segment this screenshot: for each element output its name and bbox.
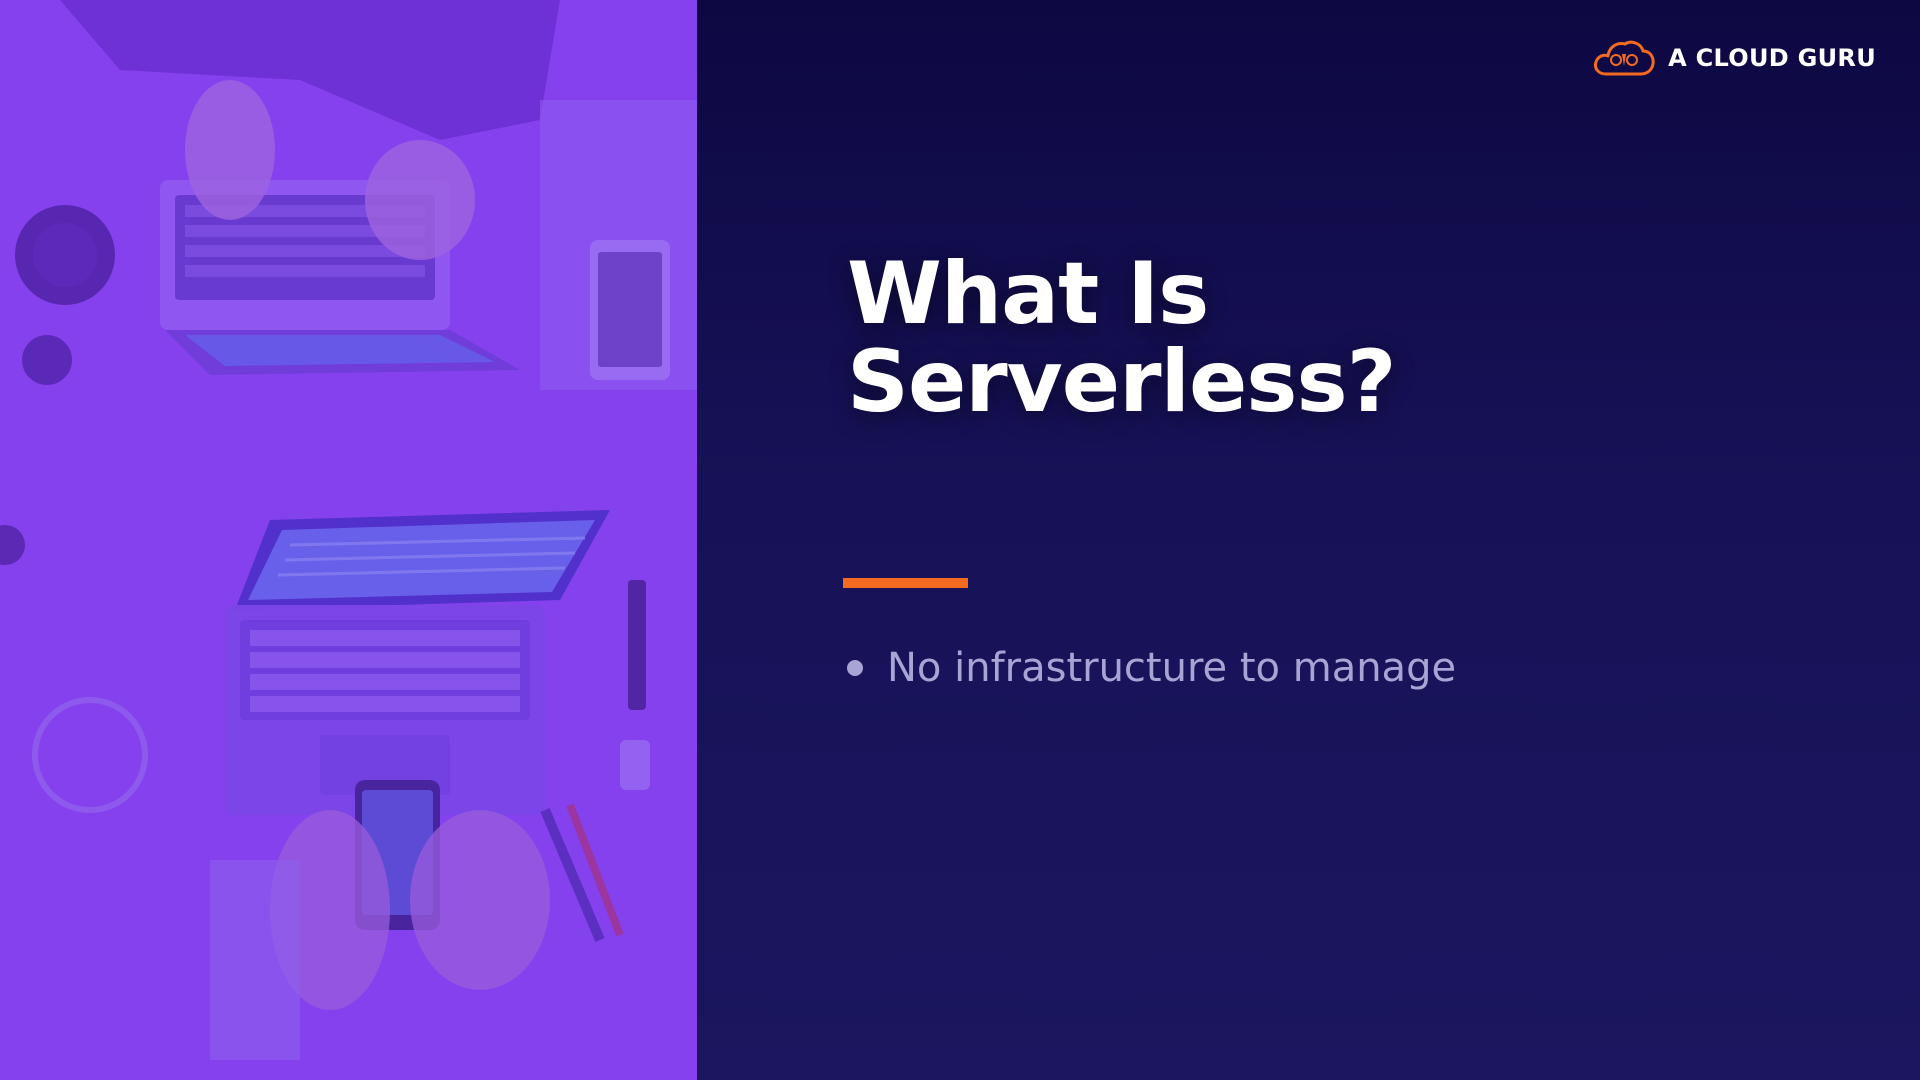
brand-logo: A CLOUD GURU	[1592, 36, 1876, 80]
bullet-text: No infrastructure to manage	[887, 645, 1457, 691]
bullet-item: No infrastructure to manage	[847, 640, 1456, 696]
bullet-dot-icon	[847, 660, 863, 676]
photo-panel	[0, 0, 697, 1080]
desk-photo-illustration	[0, 0, 697, 1080]
bullet-list: No infrastructure to manage	[847, 640, 1456, 696]
accent-divider	[843, 578, 968, 588]
slide-title-line-1: What Is	[847, 244, 1209, 344]
content-panel: A CLOUD GURU What Is Serverless? No infr…	[697, 0, 1920, 1080]
cloud-logo-icon	[1592, 36, 1656, 80]
slide-title-line-2: Serverless?	[847, 332, 1397, 432]
brand-name: A CLOUD GURU	[1668, 44, 1876, 72]
slide-title: What Is Serverless?	[847, 244, 1397, 432]
